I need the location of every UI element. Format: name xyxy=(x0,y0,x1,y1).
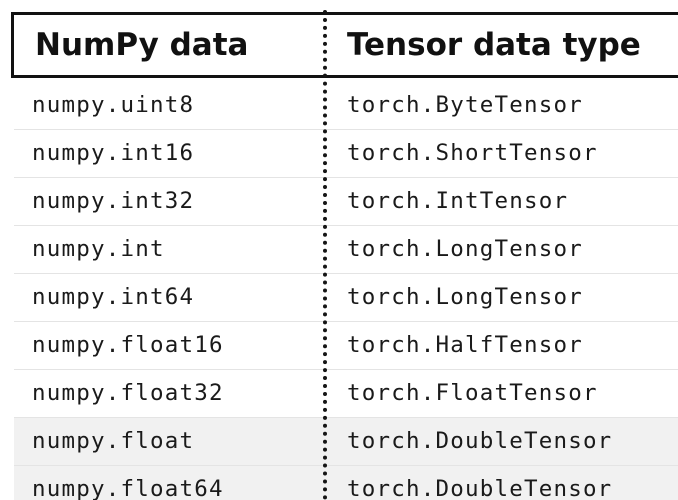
tensor-type-cell: torch.ByteTensor xyxy=(347,92,583,118)
header-numpy-data: NumPy data xyxy=(35,27,249,63)
table-header: NumPy data Tensor data type xyxy=(11,12,678,78)
numpy-type-cell: numpy.int xyxy=(32,236,165,262)
header-tensor-data-type: Tensor data type xyxy=(347,27,641,63)
tensor-type-cell: torch.ShortTensor xyxy=(347,140,598,166)
tensor-type-cell: torch.FloatTensor xyxy=(347,380,598,406)
numpy-type-cell: numpy.int64 xyxy=(32,284,195,310)
table-row: numpy.float64 torch.DoubleTensor xyxy=(14,466,678,500)
numpy-type-cell: numpy.float64 xyxy=(32,476,224,500)
table-body: numpy.uint8 torch.ByteTensor numpy.int16… xyxy=(14,82,678,500)
numpy-type-cell: numpy.float32 xyxy=(32,380,224,406)
numpy-type-cell: numpy.uint8 xyxy=(32,92,195,118)
table-row: numpy.int64 torch.LongTensor xyxy=(14,274,678,322)
table-row: numpy.float torch.DoubleTensor xyxy=(14,418,678,466)
table-row: numpy.int16 torch.ShortTensor xyxy=(14,130,678,178)
table-row: numpy.float32 torch.FloatTensor xyxy=(14,370,678,418)
tensor-type-cell: torch.LongTensor xyxy=(347,236,583,262)
numpy-type-cell: numpy.int16 xyxy=(32,140,195,166)
numpy-type-cell: numpy.float16 xyxy=(32,332,224,358)
tensor-type-cell: torch.DoubleTensor xyxy=(347,476,613,500)
numpy-type-cell: numpy.float xyxy=(32,428,195,454)
table-row: numpy.int torch.LongTensor xyxy=(14,226,678,274)
table-row: numpy.int32 torch.IntTensor xyxy=(14,178,678,226)
table-row: numpy.float16 torch.HalfTensor xyxy=(14,322,678,370)
tensor-type-cell: torch.LongTensor xyxy=(347,284,583,310)
tensor-type-cell: torch.IntTensor xyxy=(347,188,569,214)
tensor-type-cell: torch.HalfTensor xyxy=(347,332,583,358)
tensor-type-cell: torch.DoubleTensor xyxy=(347,428,613,454)
numpy-type-cell: numpy.int32 xyxy=(32,188,195,214)
column-divider xyxy=(323,10,327,500)
table-row: numpy.uint8 torch.ByteTensor xyxy=(14,82,678,130)
